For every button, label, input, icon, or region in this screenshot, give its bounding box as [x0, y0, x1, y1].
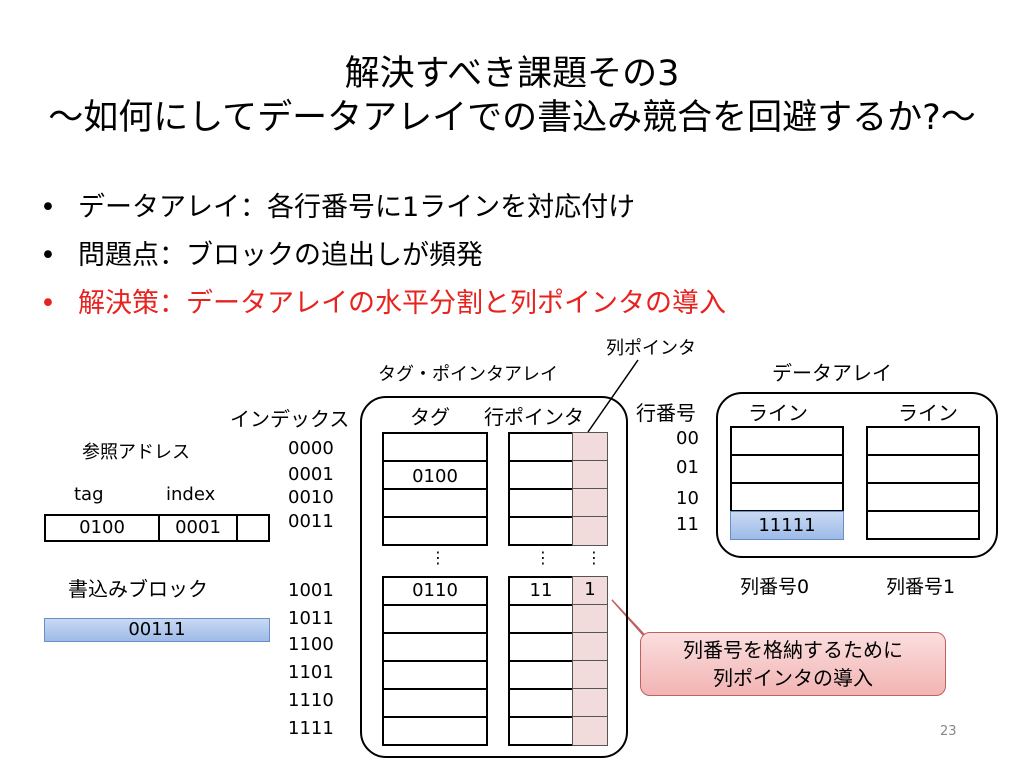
data-array-label: データアレイ	[772, 361, 892, 385]
tag-pointer-array-label: タグ・ポインタアレイ	[378, 364, 558, 385]
column-pointer-cell	[572, 632, 608, 662]
tag-cell	[382, 632, 488, 662]
tag-cell	[382, 488, 488, 518]
tag-cell: 0100	[382, 460, 488, 490]
line-column-header-1: ライン	[898, 401, 958, 425]
row-pointer-cell	[508, 632, 574, 662]
ellipsis-vertical: ⋮	[535, 548, 551, 567]
index-field-label: index	[166, 484, 216, 505]
row-number-header: 行番号	[636, 401, 696, 425]
column-pointer-cell	[572, 488, 608, 518]
data-array-frame	[716, 392, 998, 558]
row-number-label: 10	[676, 488, 699, 509]
page-number: 23	[940, 724, 957, 739]
column-pointer-cell: 1	[572, 576, 608, 606]
index-label: 1001	[288, 580, 334, 601]
row-pointer-cell	[508, 688, 574, 718]
row-number-label: 00	[676, 428, 699, 449]
tag-cell	[382, 716, 488, 746]
column-number-label-0: 列番号0	[740, 576, 810, 598]
callout-line2: 列ポインタの導入	[713, 666, 873, 690]
bullet-solution: • 解決策：データアレイの水平分割と列ポインタの導入	[40, 286, 726, 322]
data-line-cell-stored: 11111	[730, 511, 844, 540]
ellipsis-vertical: ⋮	[586, 548, 602, 567]
row-pointer-cell	[508, 716, 574, 746]
write-block-label: 書込みブロック	[68, 577, 208, 601]
column-pointer-cell	[572, 516, 608, 546]
row-pointer-cell	[508, 516, 574, 546]
index-label: 1011	[288, 608, 334, 629]
ref-address-index-value: 0001	[158, 514, 238, 542]
column-number-label-1: 列番号1	[886, 576, 956, 598]
column-pointer-leader-line	[587, 359, 639, 433]
row-pointer-column-header: 行ポインタ	[484, 405, 584, 429]
index-label: 1101	[288, 662, 334, 683]
bullet-text: 解決策：データアレイの水平分割と列ポインタの導入	[78, 288, 726, 319]
ellipsis-vertical: ⋮	[430, 548, 446, 567]
data-line-cell	[866, 510, 980, 540]
column-pointer-cell	[572, 432, 608, 462]
data-line-cell	[866, 454, 980, 484]
ref-address-label: 参照アドレス	[82, 442, 190, 463]
row-number-label: 01	[676, 457, 699, 478]
index-label: 1110	[288, 690, 334, 711]
tag-pointer-array-frame	[360, 396, 628, 758]
tag-cell	[382, 660, 488, 690]
slide-title-line2: ～如何にしてデータアレイでの書込み競合を回避するか?～	[48, 98, 976, 138]
bullet-data-array: • データアレイ：各行番号に1ラインを対応付け	[40, 190, 635, 226]
row-pointer-cell	[508, 460, 574, 490]
index-label: 0001	[288, 464, 334, 485]
row-pointer-cell	[508, 604, 574, 634]
row-pointer-cell	[508, 432, 574, 462]
data-line-cell	[866, 426, 980, 456]
column-pointer-cell	[572, 660, 608, 690]
data-line-cell	[866, 482, 980, 512]
index-label: 1100	[288, 634, 334, 655]
tag-cell	[382, 688, 488, 718]
callout-box: 列番号を格納するために 列ポインタの導入	[640, 632, 946, 696]
line-column-header-0: ライン	[748, 401, 808, 425]
slide-title-line1: 解決すべき課題その3	[344, 54, 680, 94]
callout-line1: 列番号を格納するために	[683, 638, 903, 662]
row-pointer-cell	[508, 488, 574, 518]
tag-cell	[382, 516, 488, 546]
index-header: インデックス	[230, 407, 350, 431]
tag-cell	[382, 604, 488, 634]
tag-field-label: tag	[74, 484, 104, 505]
index-label: 0011	[288, 511, 334, 532]
index-label: 0000	[288, 438, 334, 459]
bullet-text: データアレイ：各行番号に1ラインを対応付け	[78, 192, 636, 223]
bullet-marker: •	[40, 288, 56, 319]
column-pointer-cell	[572, 604, 608, 634]
row-number-label: 11	[676, 514, 699, 535]
ref-address-tag-value: 0100	[44, 514, 160, 542]
bullet-marker: •	[40, 192, 56, 223]
bullet-text: 問題点：ブロックの追出しが頻発	[78, 240, 483, 271]
column-pointer-cell	[572, 688, 608, 718]
write-block-value: 00111	[44, 618, 270, 642]
tag-cell	[382, 432, 488, 462]
bullet-marker: •	[40, 240, 56, 271]
row-pointer-cell: 11	[508, 576, 574, 606]
column-pointer-cell	[572, 716, 608, 746]
data-line-cell	[730, 426, 844, 456]
data-line-cell	[730, 482, 844, 512]
tag-column-header: タグ	[410, 405, 450, 429]
row-pointer-cell	[508, 660, 574, 690]
tag-cell: 0110	[382, 576, 488, 606]
column-pointer-cell	[572, 460, 608, 490]
index-label: 0010	[288, 487, 334, 508]
index-label: 1111	[288, 718, 334, 739]
column-pointer-label: 列ポインタ	[606, 338, 696, 359]
data-line-cell	[730, 454, 844, 484]
bullet-problem: • 問題点：ブロックの追出しが頻発	[40, 238, 483, 274]
